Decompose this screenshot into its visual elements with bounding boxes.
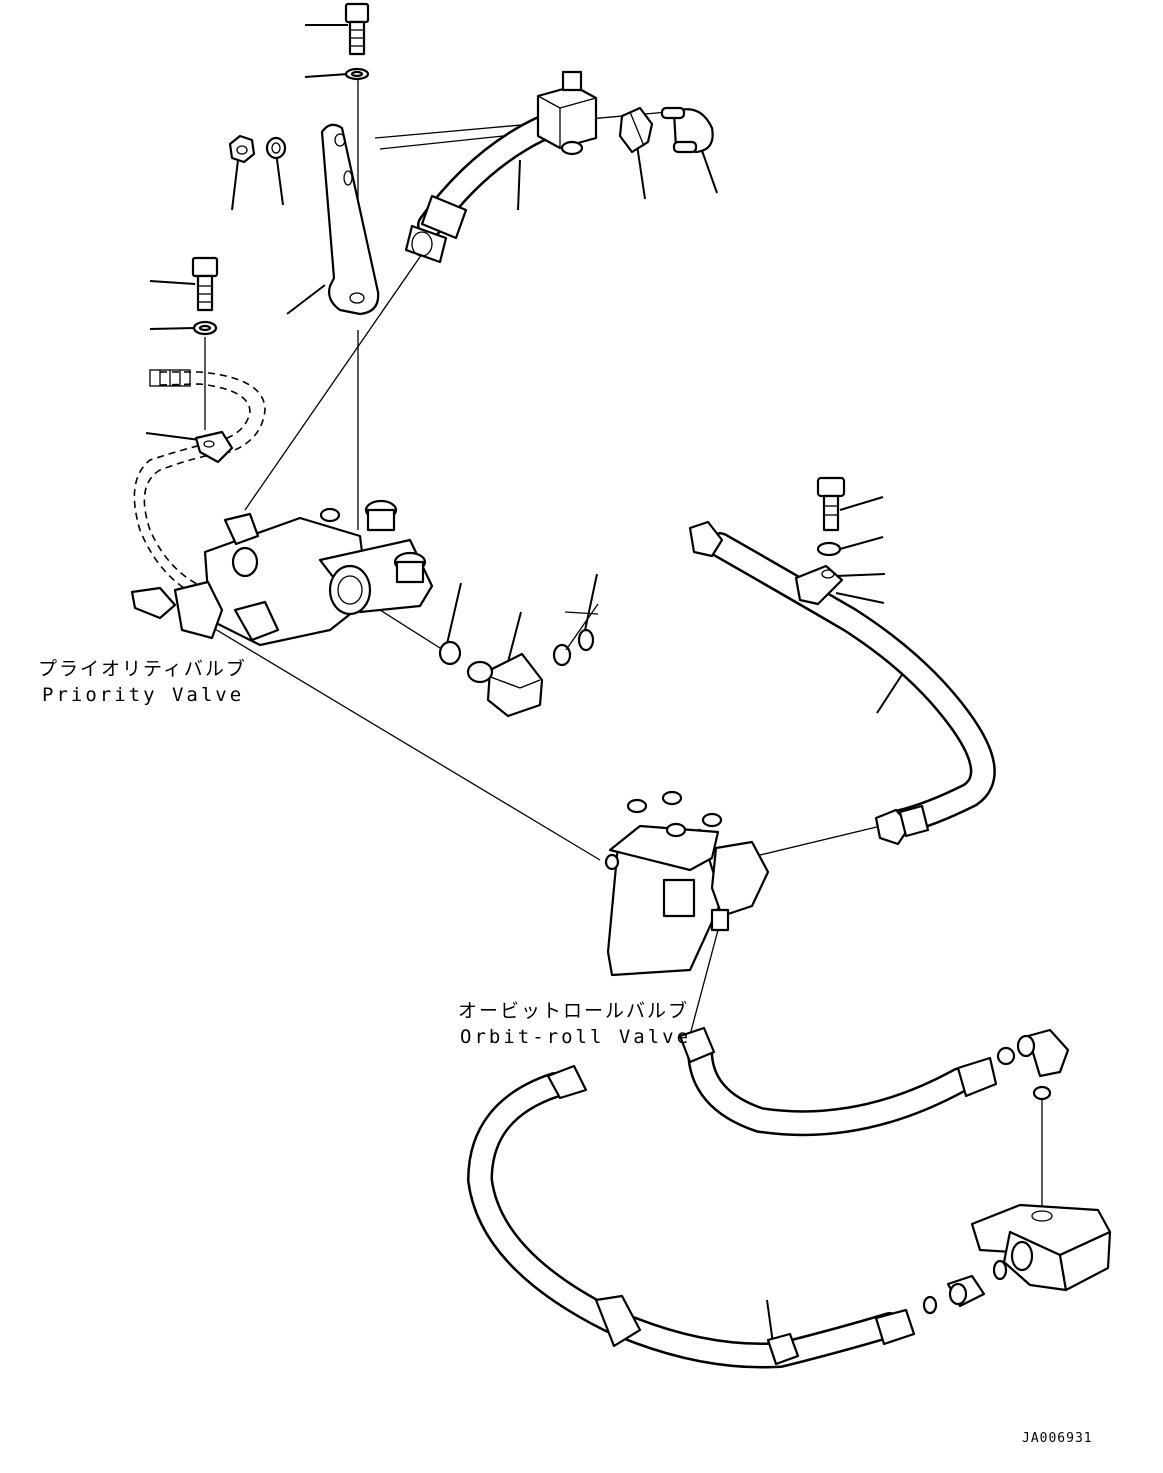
nut: [228, 134, 256, 164]
orbit-roll-valve-label-ja: オービットロールバルブ: [458, 1000, 690, 1022]
washer-top-inner: [350, 70, 364, 78]
washer-small: [265, 136, 287, 160]
hose-right-upper: [688, 520, 996, 846]
clip-left: [194, 430, 234, 464]
o-ring-6: [922, 1295, 938, 1315]
priority-valve-label-en: Priority Valve: [42, 684, 245, 706]
elbow-fitting-mid: [466, 652, 544, 718]
mounting-block: [970, 1203, 1112, 1292]
o-ring-3: [577, 628, 595, 652]
priority-valve-label-ja: プライオリティバルブ: [38, 658, 247, 680]
adapter-fitting: [946, 1274, 986, 1308]
hose-lower-right: [678, 1026, 1016, 1137]
clamp-right: [794, 564, 844, 606]
drawing-code: JA006931: [1022, 1431, 1093, 1446]
o-ring-5: [992, 1259, 1008, 1281]
bolt-top: [344, 2, 370, 56]
elbow-block-top: [536, 70, 598, 156]
washer-right: [816, 541, 842, 557]
bolt-left: [191, 256, 219, 312]
hose-lower-big: [466, 1064, 916, 1369]
leader-lines: [145, 24, 1043, 1359]
cap-fitting: [660, 106, 714, 154]
orbit-roll-valve: [604, 790, 770, 977]
o-ring-1: [438, 640, 462, 666]
phantom-hose: [133, 369, 266, 601]
sleeve-fitting: [618, 106, 654, 154]
o-ring-4: [1032, 1085, 1052, 1101]
elbow-fitting-right: [1016, 1028, 1070, 1078]
bracket-plate: [320, 123, 380, 316]
bolt-right: [816, 476, 846, 532]
orbit-roll-valve-label-en: Orbit-roll Valve: [460, 1026, 692, 1048]
steel-tube-upper: [404, 107, 578, 264]
priority-valve: [130, 499, 434, 647]
